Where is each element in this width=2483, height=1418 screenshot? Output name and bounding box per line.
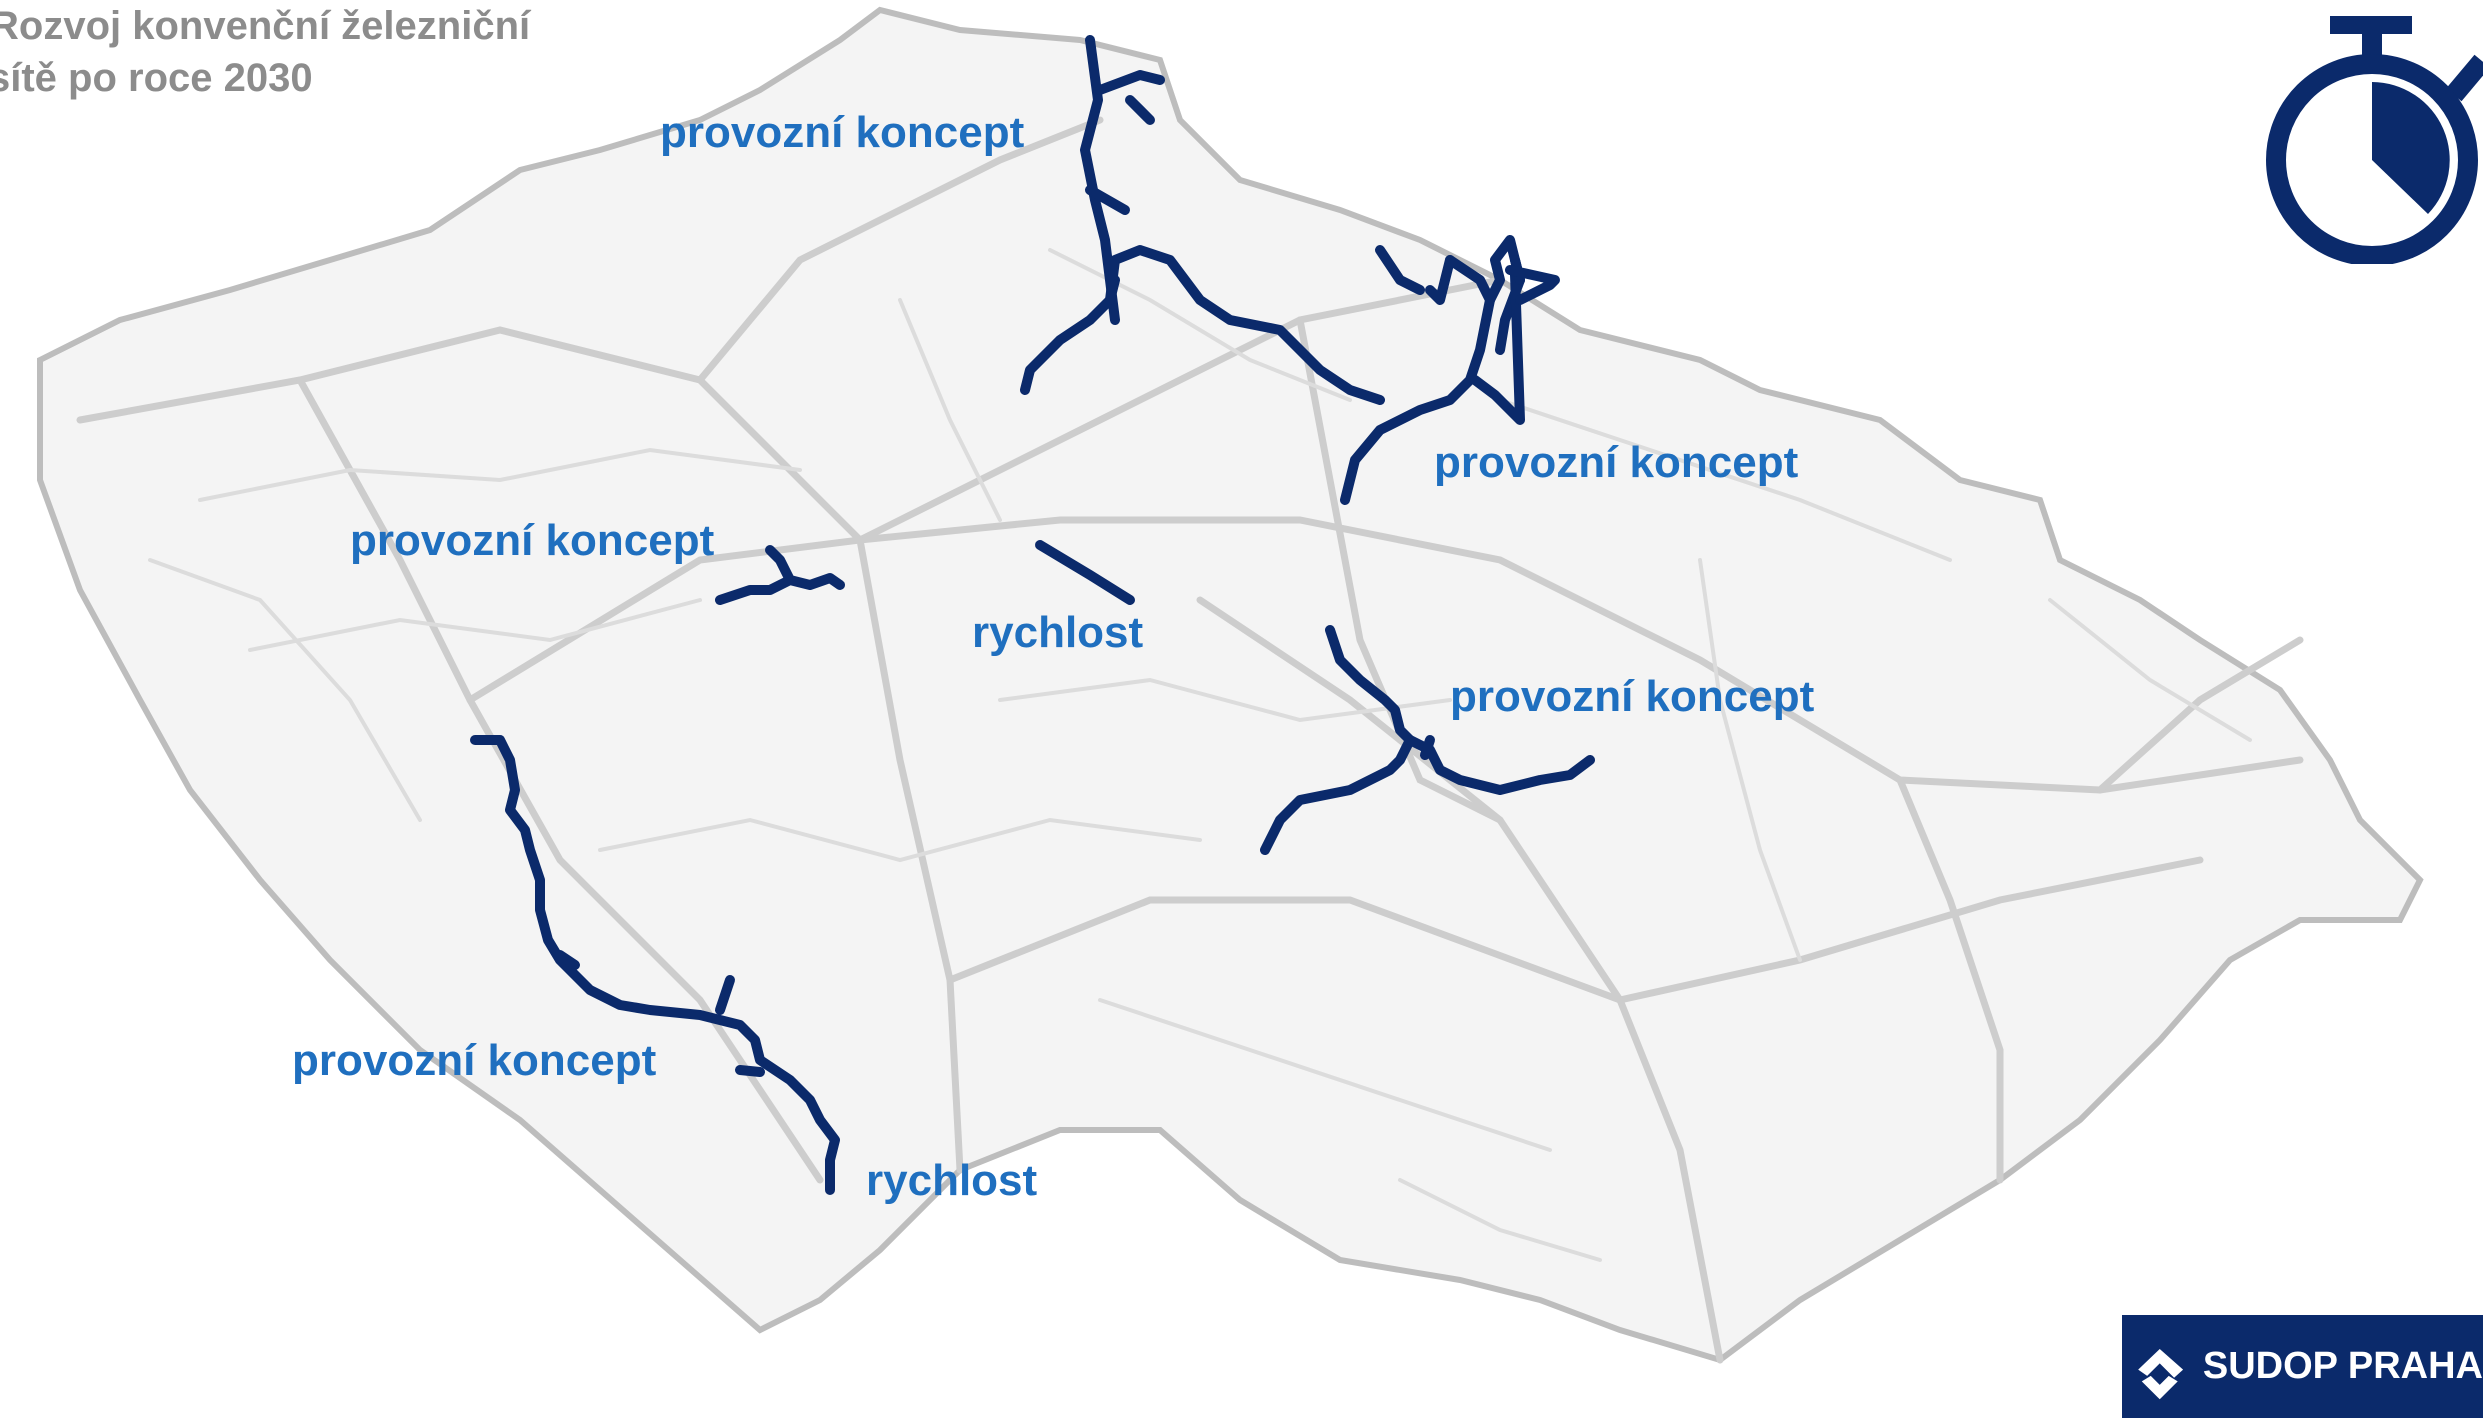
stopwatch-icon (2266, 16, 2483, 264)
map-title-line1: Rozvoj konvenční železniční (0, 4, 531, 48)
rail-network-minor (148, 248, 2252, 1262)
logo-text: SUDOP PRAHA (2202, 1345, 2483, 1387)
map-label: rychlost (866, 1156, 1038, 1205)
map-title: Rozvoj konvenční železniční sítě po roce… (0, 0, 530, 104)
map-label: provozní koncept (1450, 672, 1815, 721)
rail-network (76, 116, 2304, 1364)
sudop-praha-logo: SUDOP PRAHA (2122, 1315, 2483, 1418)
map-label: provozní koncept (292, 1036, 657, 1085)
map-label: provozní koncept (1434, 438, 1799, 487)
map-label: provozní koncept (350, 516, 715, 565)
map-title-line2: sítě po roce 2030 (0, 56, 313, 100)
sudop-logo-icon (2138, 1348, 2184, 1400)
highlighted-lines (470, 35, 1595, 1195)
map-label: rychlost (972, 608, 1144, 657)
map-label: provozní koncept (660, 108, 1025, 157)
country-outline (37, 6, 2424, 1364)
